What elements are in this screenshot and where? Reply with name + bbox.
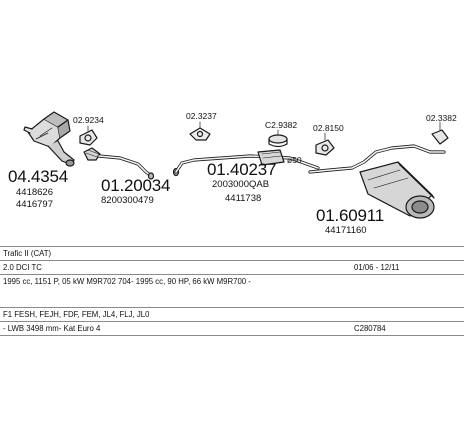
dimension-label: ø50 — [287, 155, 302, 165]
part-ref-44171160: 44171160 — [325, 225, 367, 236]
front-pipe-drawing — [83, 147, 155, 180]
small-part-02-8150: 02.8150 — [313, 123, 344, 133]
info-codes: F1 FESH, FEJH, FDF, FEM, JL4, FLJ, JL0 — [3, 310, 150, 319]
part-ref-8200300479: 8200300479 — [101, 195, 154, 206]
info-model: Trafic II (CAT) — [3, 249, 52, 258]
gasket-02-9234-drawing — [79, 125, 98, 146]
small-part-02-3382: 02.3382 — [426, 113, 457, 123]
info-engine: 2.0 DCI TC — [3, 263, 42, 272]
info-row-model: Trafic II (CAT) — [0, 246, 464, 260]
info-row-wheelbase: - LWB 3498 mm- Kat Euro 4 C280784 — [0, 321, 464, 336]
part-code-01-20034: 01.20034 — [101, 176, 171, 195]
part-ref-4418626: 4418626 — [16, 187, 53, 198]
small-part-02-3237: 02.3237 — [186, 111, 217, 121]
bracket-02-3237-drawing — [189, 121, 211, 141]
part-code-04-4354: 04.4354 — [8, 167, 69, 186]
clamp-drawing — [268, 129, 288, 148]
small-part-02-9234: 02.9234 — [73, 115, 104, 125]
hanger-02-3382-drawing — [431, 121, 449, 145]
catalytic-converter-drawing — [23, 111, 75, 167]
part-ref-4411738: 4411738 — [225, 193, 262, 204]
info-row-codes: F1 FESH, FEJH, FDF, FEM, JL4, FLJ, JL0 — [0, 307, 464, 321]
part-code-01-40237: 01.40237 — [207, 160, 277, 179]
centre-pipe-drawing — [172, 149, 320, 177]
part-ref-4416797: 4416797 — [16, 199, 53, 210]
part-code-01-60911: 01.60911 — [316, 206, 385, 225]
exhaust-system-diagram — [23, 111, 449, 219]
info-dates: 01/06 - 12/11 — [354, 263, 400, 272]
info-wheelbase: - LWB 3498 mm- Kat Euro 4 — [3, 324, 101, 333]
part-ref-2003000qab: 2003000QAB — [212, 179, 270, 190]
vehicle-info-table: Trafic II (CAT) 2.0 DCI TC 01/06 - 12/11… — [0, 246, 464, 336]
small-part-c2-9382: C2.9382 — [265, 120, 298, 130]
info-specs: 1995 cc, 1151 P, 05 kW M9R702 704- 1995 … — [3, 277, 251, 286]
info-row-specs: 1995 cc, 1151 P, 05 kW M9R702 704- 1995 … — [0, 274, 464, 288]
rear-silencer-drawing — [308, 144, 446, 219]
gasket-02-8150-drawing — [315, 132, 335, 156]
info-row-engine: 2.0 DCI TC 01/06 - 12/11 — [0, 260, 464, 274]
info-catalog-code: C280784 — [354, 324, 386, 333]
